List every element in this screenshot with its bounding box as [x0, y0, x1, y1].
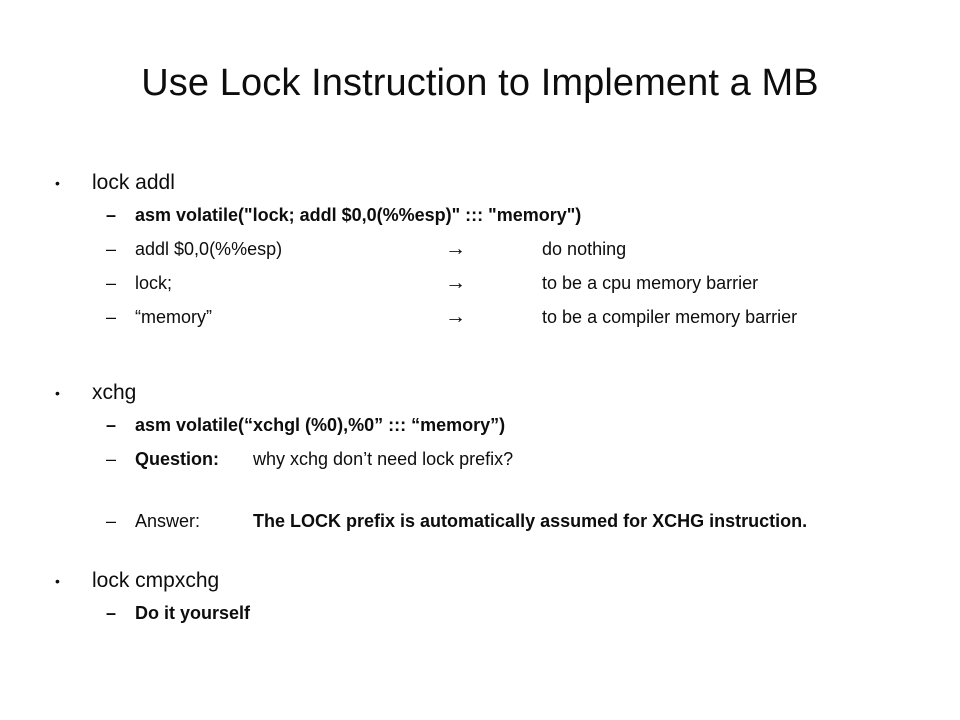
bullet-dash-icon: –	[106, 273, 117, 293]
sub-bullet-answer: – Answer: The LOCK prefix is automatical…	[0, 504, 960, 538]
answer-text: The LOCK prefix is automatically assumed…	[253, 511, 808, 531]
mapping-source: “memory”	[135, 307, 212, 327]
question-label: Question:	[135, 449, 219, 469]
section-lock-addl: • lock addl – asm volatile("lock; addl $…	[0, 168, 960, 334]
sub-bullet-asm-xchgl: – asm volatile(“xchgl (%0),%0” ::: “memo…	[0, 408, 960, 442]
bullet-label: lock addl	[92, 171, 175, 194]
bullet-disc-icon: •	[55, 573, 60, 589]
sub-bullet-addl-nothing: – addl $0,0(%%esp) → do nothing	[0, 232, 960, 266]
arrow-right-icon: →	[445, 271, 467, 294]
slide-body: • lock addl – asm volatile("lock; addl $…	[0, 168, 960, 630]
sub-bullet-label: asm volatile("lock; addl $0,0(%%esp)" ::…	[135, 205, 582, 225]
sub-bullet-asm-lock-addl: – asm volatile("lock; addl $0,0(%%esp)" …	[0, 198, 960, 232]
sub-bullet-label: asm volatile(“xchgl (%0),%0” ::: “memory…	[135, 415, 506, 435]
bullet-disc-icon: •	[55, 385, 60, 401]
sub-bullet-question: – Question: why xchg don’t need lock pre…	[0, 442, 960, 476]
bullet-dash-icon: –	[106, 511, 117, 531]
bullet-label: xchg	[92, 381, 137, 404]
question-text: why xchg don’t need lock prefix?	[253, 449, 514, 469]
bullet-lock-addl: • lock addl	[0, 168, 960, 198]
line-spacer	[0, 476, 960, 504]
section-lock-cmpxchg: • lock cmpxchg – Do it yourself	[0, 566, 960, 630]
bullet-dash-icon: –	[106, 205, 117, 225]
section-spacer	[0, 538, 960, 566]
mapping-target: to be a compiler memory barrier	[542, 307, 798, 327]
sub-bullet-lock-cpu-barrier: – lock; → to be a cpu memory barrier	[0, 266, 960, 300]
mapping-row: lock; → to be a cpu memory barrier	[135, 266, 960, 300]
sub-bullet-do-it-yourself: – Do it yourself	[0, 596, 960, 630]
sub-bullet-label: Do it yourself	[135, 603, 251, 623]
bullet-disc-icon: •	[55, 175, 60, 191]
answer-label: Answer:	[135, 511, 201, 531]
section-xchg: • xchg – asm volatile(“xchgl (%0),%0” ::…	[0, 378, 960, 538]
mapping-target: to be a cpu memory barrier	[542, 273, 759, 293]
mapping-target: do nothing	[542, 239, 627, 259]
bullet-dash-icon: –	[106, 449, 117, 469]
section-spacer	[0, 334, 960, 378]
bullet-dash-icon: –	[106, 415, 117, 435]
arrow-right-icon: →	[445, 237, 467, 260]
bullet-label: lock cmpxchg	[92, 569, 220, 592]
mapping-source: addl $0,0(%%esp)	[135, 239, 283, 259]
bullet-lock-cmpxchg: • lock cmpxchg	[0, 566, 960, 596]
mapping-row: “memory” → to be a compiler memory barri…	[135, 300, 960, 334]
mapping-row: addl $0,0(%%esp) → do nothing	[135, 232, 960, 266]
sub-bullet-memory-compiler-barrier: – “memory” → to be a compiler memory bar…	[0, 300, 960, 334]
bullet-dash-icon: –	[106, 239, 117, 259]
page-title: Use Lock Instruction to Implement a MB	[141, 62, 819, 104]
bullet-dash-icon: –	[106, 307, 117, 327]
arrow-right-icon: →	[445, 305, 467, 328]
mapping-source: lock;	[135, 273, 173, 293]
bullet-dash-icon: –	[106, 603, 117, 623]
bullet-xchg: • xchg	[0, 378, 960, 408]
